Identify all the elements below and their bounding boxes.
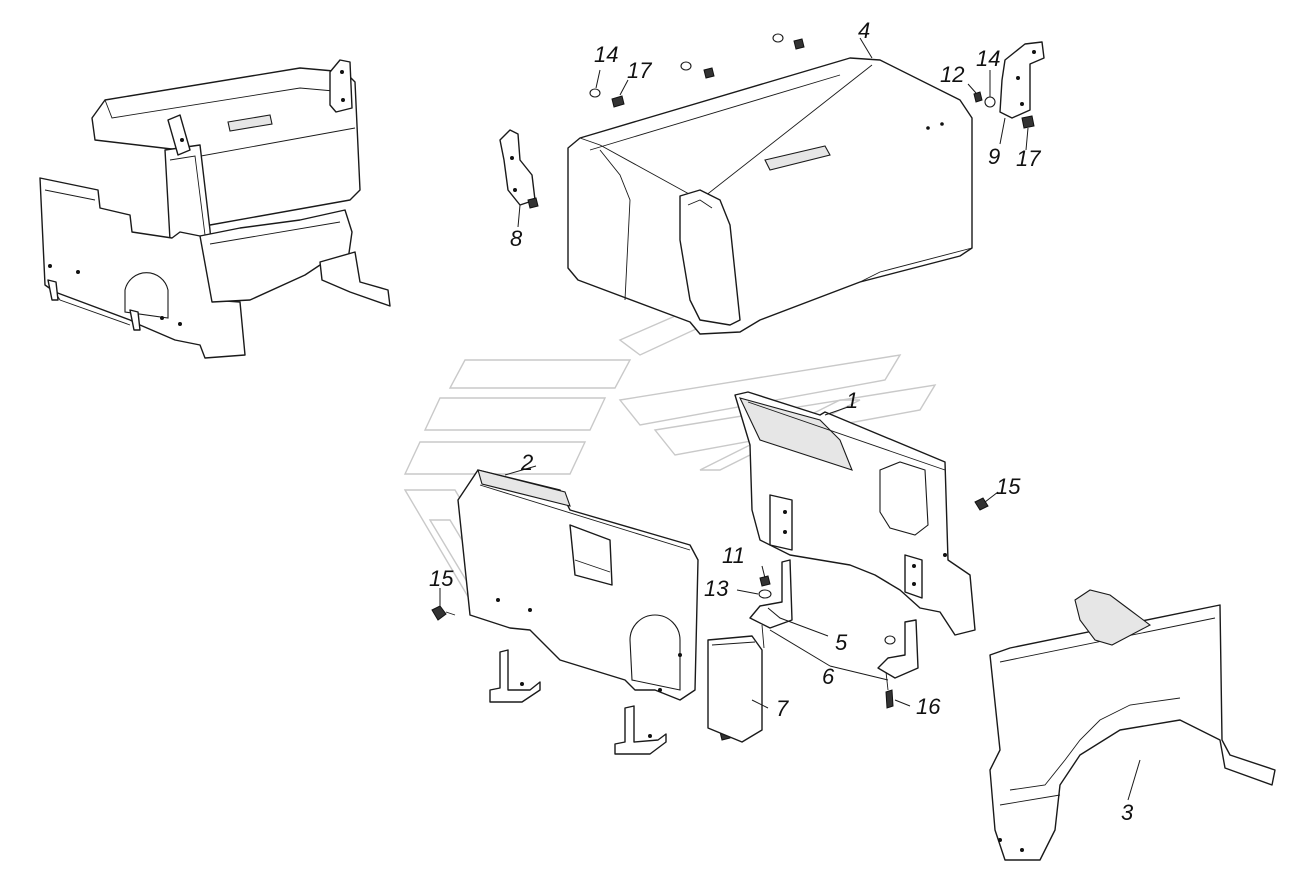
callout-14b: 14	[976, 46, 1000, 71]
callout-12: 12	[940, 62, 964, 87]
fasteners-bolts	[431, 497, 989, 621]
part-8-bracket	[499, 129, 539, 209]
lower-left-brackets	[489, 649, 731, 755]
part-4-top-cover	[567, 57, 973, 335]
callout-2: 2	[520, 450, 533, 475]
callout-16: 16	[916, 694, 941, 719]
callouts: 1 2 3 4 5 6 7 8 9 11 12 13 14 14 15 15 1…	[429, 18, 1134, 825]
callout-6: 6	[822, 664, 835, 689]
fasteners-top	[589, 33, 1035, 129]
callout-17b: 17	[1016, 146, 1041, 171]
leader-lines	[439, 37, 1141, 801]
callout-3: 3	[1121, 800, 1134, 825]
callout-9: 9	[988, 144, 1000, 169]
part-9-bracket	[999, 41, 1045, 119]
callout-4: 4	[858, 18, 870, 43]
callout-13: 13	[704, 576, 729, 601]
part-3-rear-panel	[989, 589, 1276, 861]
callout-14a: 14	[594, 42, 618, 67]
callout-15b: 15	[996, 474, 1021, 499]
callout-11: 11	[722, 543, 745, 568]
callout-1: 1	[846, 388, 858, 413]
callout-15a: 15	[429, 566, 454, 591]
part-7-plate	[707, 635, 763, 743]
callout-17a: 17	[627, 58, 652, 83]
callout-8: 8	[510, 226, 523, 251]
part-1-side-panel	[734, 391, 976, 636]
callout-7: 7	[776, 696, 789, 721]
assembled-housing-view	[39, 59, 391, 359]
part-5-6-brackets	[749, 559, 919, 709]
callout-5: 5	[835, 630, 848, 655]
part-2-front-panel	[457, 469, 699, 701]
